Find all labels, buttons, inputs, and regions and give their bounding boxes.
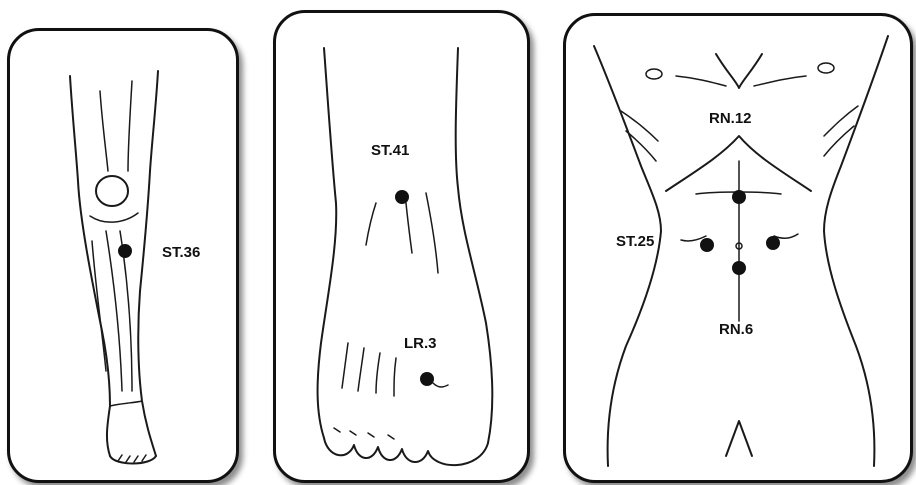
leg-outline-right bbox=[138, 71, 158, 456]
tendon-line bbox=[406, 203, 412, 253]
foot-panel: ST.41 LR.3 bbox=[273, 10, 530, 483]
collar-line bbox=[754, 76, 806, 86]
collar-line bbox=[676, 76, 726, 86]
torso-outline-right bbox=[824, 36, 888, 466]
abdomen-panel: RN.12 ST.25 RN.6 bbox=[563, 13, 913, 483]
point-label: RN.12 bbox=[709, 110, 752, 127]
toes bbox=[118, 455, 146, 462]
foot-outline-right bbox=[456, 48, 493, 443]
abdomen-line bbox=[774, 234, 798, 238]
acupoint-dot bbox=[395, 190, 409, 204]
acupoint-dot bbox=[700, 238, 714, 252]
pelvis-line bbox=[726, 421, 752, 456]
acupoint-dot bbox=[732, 261, 746, 275]
toes-outline bbox=[324, 438, 488, 465]
abdomen-illustration: RN.12 ST.25 RN.6 bbox=[566, 16, 910, 480]
nipple bbox=[646, 69, 662, 79]
acupoint-dot bbox=[766, 236, 780, 250]
point-marker-tail bbox=[433, 383, 448, 387]
tendon-line bbox=[366, 203, 376, 245]
toenails bbox=[334, 428, 394, 439]
thigh-line bbox=[100, 91, 108, 171]
metatarsal-line bbox=[394, 358, 396, 396]
collar-line bbox=[716, 54, 762, 88]
shin-line bbox=[92, 241, 106, 371]
acupoint-dot bbox=[732, 190, 746, 204]
thigh-line bbox=[128, 81, 132, 171]
nipple bbox=[818, 63, 834, 73]
point-label: ST.36 bbox=[162, 244, 200, 261]
metatarsal-line bbox=[376, 353, 380, 393]
acupoint-dot bbox=[420, 372, 434, 386]
torso-outline-left bbox=[594, 46, 661, 466]
acupoint-dot bbox=[118, 244, 132, 258]
point-label: ST.25 bbox=[616, 233, 654, 250]
point-label: ST.41 bbox=[371, 142, 409, 159]
metatarsal-line bbox=[342, 343, 348, 388]
knee-line bbox=[90, 213, 138, 222]
ankle-line bbox=[110, 401, 142, 406]
foot-illustration: ST.41 LR.3 bbox=[276, 13, 527, 480]
point-label: RN.6 bbox=[719, 321, 753, 338]
kneecap bbox=[96, 176, 128, 206]
leg-panel: ST.36 bbox=[7, 28, 239, 483]
leg-illustration: ST.36 bbox=[10, 31, 236, 480]
metatarsal-line bbox=[358, 348, 364, 391]
point-label: LR.3 bbox=[404, 335, 437, 352]
foot-outline bbox=[110, 456, 156, 464]
foot-outline-left bbox=[318, 48, 337, 438]
tendon-line bbox=[426, 193, 438, 273]
